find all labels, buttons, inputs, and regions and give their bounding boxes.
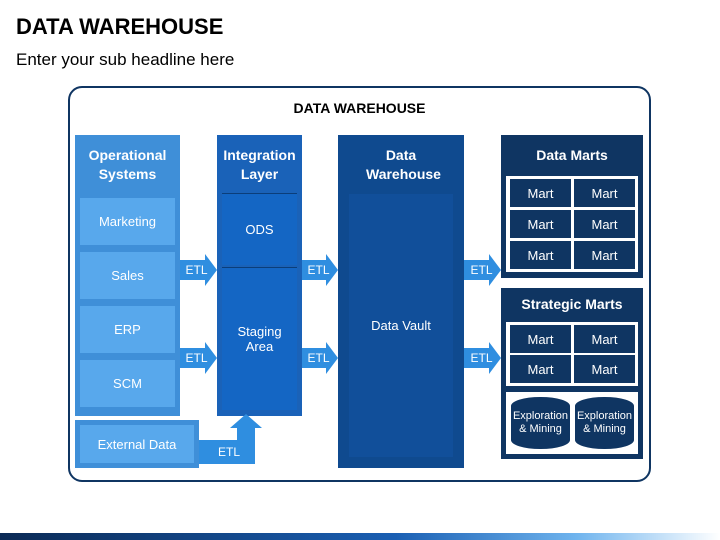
data-mart: Mart bbox=[574, 210, 635, 238]
source-scm: SCM bbox=[80, 360, 175, 407]
strategic-marts-heading: Strategic Marts bbox=[521, 296, 623, 312]
etl-label: ETL bbox=[307, 351, 330, 365]
exploration-mining-cylinder: Exploration & Mining bbox=[574, 396, 635, 450]
ods-box: ODS bbox=[222, 193, 297, 265]
etl-label: ETL bbox=[307, 263, 330, 277]
diagram-title: DATA WAREHOUSE bbox=[293, 100, 426, 116]
data-marts-heading: Data Marts bbox=[536, 147, 608, 163]
data-warehouse-heading: Data Warehouse bbox=[366, 147, 441, 182]
etl-label: ETL bbox=[470, 263, 493, 277]
etl-label: ETL bbox=[185, 351, 208, 365]
etl-label: ETL bbox=[470, 351, 493, 365]
exploration-mining-cylinder: Exploration & Mining bbox=[510, 396, 571, 450]
operational-systems-heading: Operational Systems bbox=[88, 147, 167, 182]
etl-label: ETL bbox=[217, 445, 240, 459]
integration-layer-heading: Integration Layer bbox=[223, 147, 296, 182]
strategic-mart: Mart bbox=[574, 355, 635, 383]
data-mart: Mart bbox=[510, 179, 571, 207]
etl-label: ETL bbox=[185, 263, 208, 277]
external-data-label: External Data bbox=[80, 425, 194, 463]
bottom-accent-bar bbox=[0, 533, 720, 540]
source-sales: Sales bbox=[80, 252, 175, 299]
source-marketing: Marketing bbox=[80, 198, 175, 245]
page-subtitle: Enter your sub headline here bbox=[16, 50, 235, 69]
source-erp: ERP bbox=[80, 306, 175, 353]
strategic-mart: Mart bbox=[510, 355, 571, 383]
data-mart: Mart bbox=[510, 210, 571, 238]
data-mart: Mart bbox=[574, 179, 635, 207]
data-vault-box: Data Vault bbox=[349, 194, 453, 457]
strategic-mart: Mart bbox=[510, 325, 571, 353]
page-title: DATA WAREHOUSE bbox=[16, 14, 224, 39]
data-mart: Mart bbox=[574, 241, 635, 269]
data-mart: Mart bbox=[510, 241, 571, 269]
staging-area-box: Staging Area bbox=[222, 267, 297, 410]
strategic-mart: Mart bbox=[574, 325, 635, 353]
